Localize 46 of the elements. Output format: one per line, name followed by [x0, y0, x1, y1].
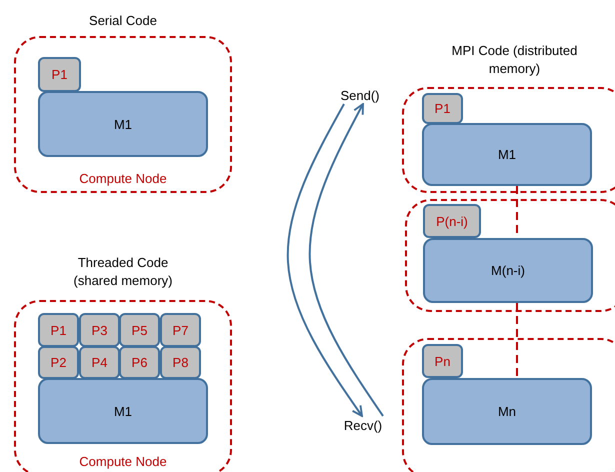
memory-box — [422, 378, 592, 445]
processor-box — [422, 344, 463, 378]
compute-node-frame — [405, 199, 615, 312]
processor-box — [38, 313, 79, 347]
memory-label: M1 — [114, 404, 132, 418]
processor-label: P2 — [50, 355, 66, 370]
function-label: Recv() — [344, 418, 382, 432]
processor-box — [119, 313, 160, 347]
section-heading: Serial Code — [88, 12, 158, 30]
processor-box — [422, 93, 463, 124]
processor-label: P1 — [50, 322, 66, 338]
compute-node-frame — [402, 338, 615, 472]
processor-label: P7 — [172, 322, 188, 338]
memory-box — [423, 238, 593, 303]
processor-box — [38, 346, 79, 379]
processor-label: P3 — [92, 322, 108, 338]
memory-box — [38, 91, 208, 157]
processor-box — [79, 313, 120, 347]
processor-box — [38, 57, 81, 92]
memory-box — [422, 123, 592, 186]
processor-box — [423, 204, 481, 238]
memory-label: M(n-i) — [491, 263, 525, 278]
processor-box — [79, 346, 120, 379]
processor-label: P(n-i) — [436, 214, 468, 228]
memory-label: M1 — [498, 147, 516, 162]
processor-label: P8 — [172, 355, 188, 370]
processor-label: Pn — [434, 354, 450, 368]
node-caption: Compute Node — [78, 171, 168, 186]
node-caption: Compute Node — [78, 454, 168, 469]
arrow — [286, 104, 363, 417]
function-label: Send() — [340, 88, 380, 102]
memory-box — [38, 378, 208, 444]
processor-label: P6 — [132, 355, 148, 370]
memory-label: M1 — [114, 116, 132, 132]
processor-label: P4 — [92, 355, 108, 370]
memory-label: Mn — [498, 404, 516, 419]
processor-box — [119, 346, 160, 379]
processor-label: P1 — [52, 67, 68, 82]
processor-box — [160, 346, 201, 379]
section-heading: MPI Code (distributed memory) — [450, 42, 578, 78]
processor-box — [160, 313, 201, 347]
processor-label: P5 — [132, 322, 148, 338]
dashed-connector — [516, 303, 518, 378]
processor-label: P1 — [434, 101, 450, 116]
section-heading: Threaded Code (shared memory) — [72, 254, 174, 290]
arrow — [308, 103, 384, 417]
